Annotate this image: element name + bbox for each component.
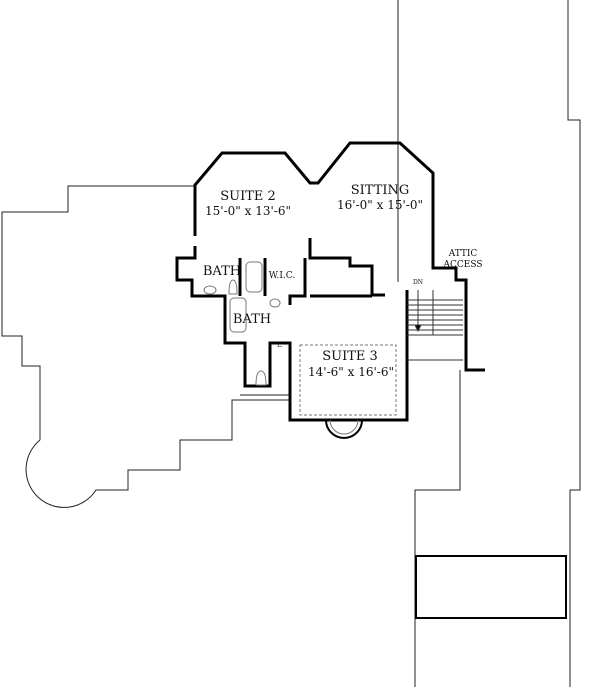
bath-1-label: BATH (202, 264, 242, 279)
bath-2-label: BATH (232, 312, 272, 327)
sitting-dims: 16'-0" x 15'-0" (337, 198, 423, 212)
suite3-name: SUITE 3 (322, 349, 378, 364)
wic-label: W.I.C. (268, 271, 296, 281)
fixtures (203, 261, 567, 619)
suite3-dims: 14'-6" x 16'-6" (308, 365, 394, 379)
roof-outline (1, 0, 581, 687)
stair-down-label: DN (412, 279, 424, 286)
sitting-name: SITTING (350, 183, 410, 198)
attic-access-label-1: ATTIC (448, 249, 478, 259)
attic-access-label-2: ACCESS (443, 260, 483, 270)
suite2-name: SUITE 2 (220, 189, 276, 204)
linen-label: L. (277, 342, 283, 349)
suite2-dims: 15'-0" x 13'-6" (205, 204, 291, 218)
stairs (407, 290, 463, 361)
